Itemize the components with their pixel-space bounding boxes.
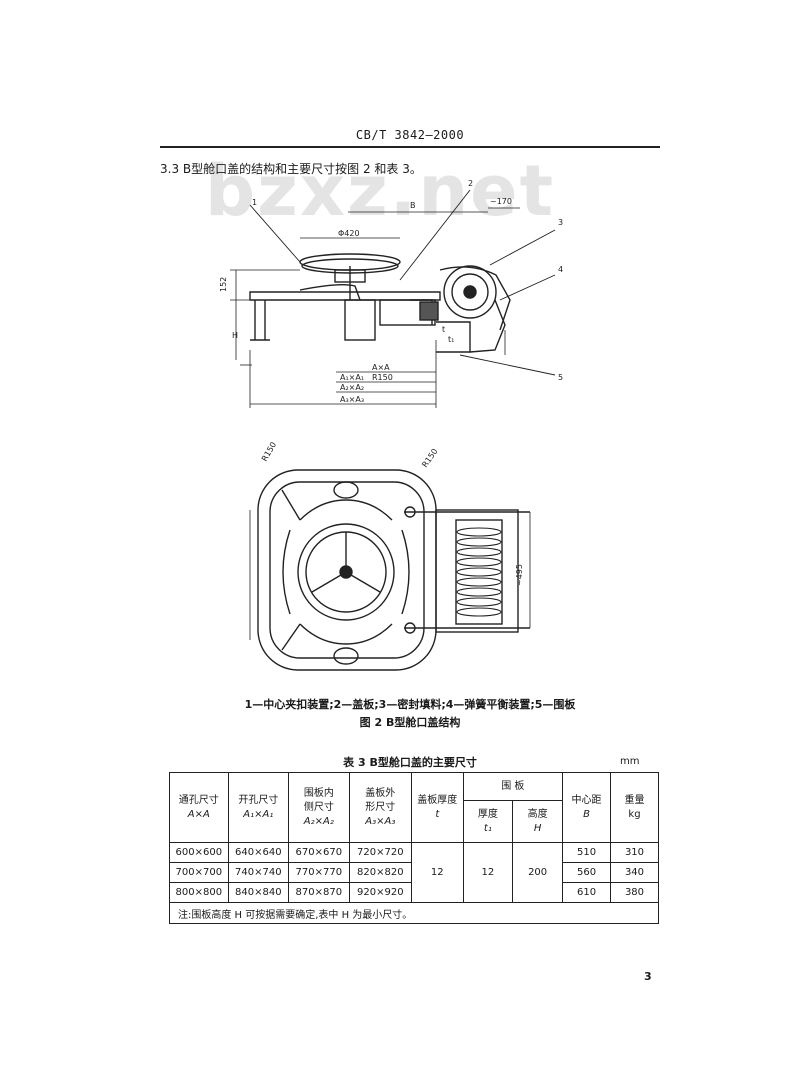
dim-r150: R150 (372, 373, 393, 382)
label-part-4: 4 (558, 265, 563, 274)
cell: 310 (609, 842, 660, 863)
plan-labels: R150 R150 ~495 (260, 440, 524, 586)
header-rule (160, 146, 660, 148)
dim-a1: A₁×A₁ (340, 373, 364, 382)
table-unit: mm (620, 756, 640, 767)
cell: 820×820 (348, 862, 413, 883)
dim-a2: A₂×A₂ (340, 383, 364, 392)
cell: 770×770 (288, 862, 350, 883)
cell: 640×640 (227, 842, 290, 863)
cell: 340 (609, 862, 660, 883)
label-part-1: 1 (252, 198, 257, 207)
plan-dim-495: ~495 (515, 564, 524, 586)
standard-number: CB/T 3842—2000 (355, 128, 465, 142)
cell-merged-t1: 12 (462, 842, 514, 903)
dim-t: t (442, 325, 445, 334)
cell: 870×870 (288, 882, 350, 903)
cell: 560 (562, 862, 611, 883)
side-elevation (230, 189, 556, 408)
cell: 510 (562, 842, 611, 863)
cell: 740×740 (227, 862, 290, 883)
plan-r150-right: R150 (420, 447, 439, 469)
cell: 800×800 (169, 882, 229, 903)
dim-t1: t₁ (448, 335, 454, 344)
dim-h: H (232, 331, 238, 340)
cell: 720×720 (348, 842, 413, 863)
section-text: 3.3 B型舱口盖的结构和主要尺寸按图 2 和表 3。 (160, 162, 422, 176)
elevation-labels: 1 2 3 4 5 B ~170 Φ420 152 H A×A A₁×A₁ R1… (219, 179, 563, 404)
dim-phi420: Φ420 (338, 229, 360, 238)
plan-r150-left: R150 (260, 440, 278, 463)
table-note: 注:围板高度 H 可按据需要确定,表中 H 为最小尺寸。 (169, 902, 659, 924)
figure-caption: 图 2 B型舱口盖结构 (359, 716, 461, 729)
dim-152: 152 (219, 277, 228, 292)
header-coaming: 围 板 (462, 772, 564, 801)
cell: 600×600 (169, 842, 229, 863)
cell: 920×920 (348, 882, 413, 903)
table-row: 600×600 640×640 670×670 720×720 12 12 20… (169, 842, 660, 903)
table-row: 800×800 840×840 870×870 920×920 610 380 (169, 882, 660, 903)
page-header: CB/T 3842—2000 (160, 122, 660, 148)
page-number: 3 (644, 970, 652, 983)
dim-a3: A₃×A₃ (340, 395, 364, 404)
dim-axa: A×A (372, 363, 390, 372)
dim-170: ~170 (490, 197, 512, 206)
cell: 670×670 (288, 842, 350, 863)
cell: 700×700 (169, 862, 229, 883)
figure-2-drawing: 1 2 3 4 5 B ~170 Φ420 152 H A×A A₁×A₁ R1… (219, 179, 563, 671)
cell: 380 (609, 882, 660, 903)
dim-b: B (410, 201, 416, 210)
table-title: 表 3 B型舱口盖的主要尺寸 (343, 756, 477, 769)
cell: 610 (562, 882, 611, 903)
plan-view (249, 469, 531, 671)
cell: 840×840 (227, 882, 290, 903)
cell-merged-t: 12 (411, 842, 464, 903)
table-row: 700×700 740×740 770×770 820×820 560 340 (169, 862, 660, 883)
label-part-2: 2 (468, 179, 473, 188)
label-part-3: 3 (558, 218, 563, 227)
figure-legend: 1—中心夹扣装置;2—盖板;3—密封填料;4—弹簧平衡装置;5—围板 (244, 698, 576, 711)
cell-merged-h: 200 (512, 842, 564, 903)
watermark: bzxz.net (205, 150, 556, 232)
label-part-5: 5 (558, 373, 563, 382)
